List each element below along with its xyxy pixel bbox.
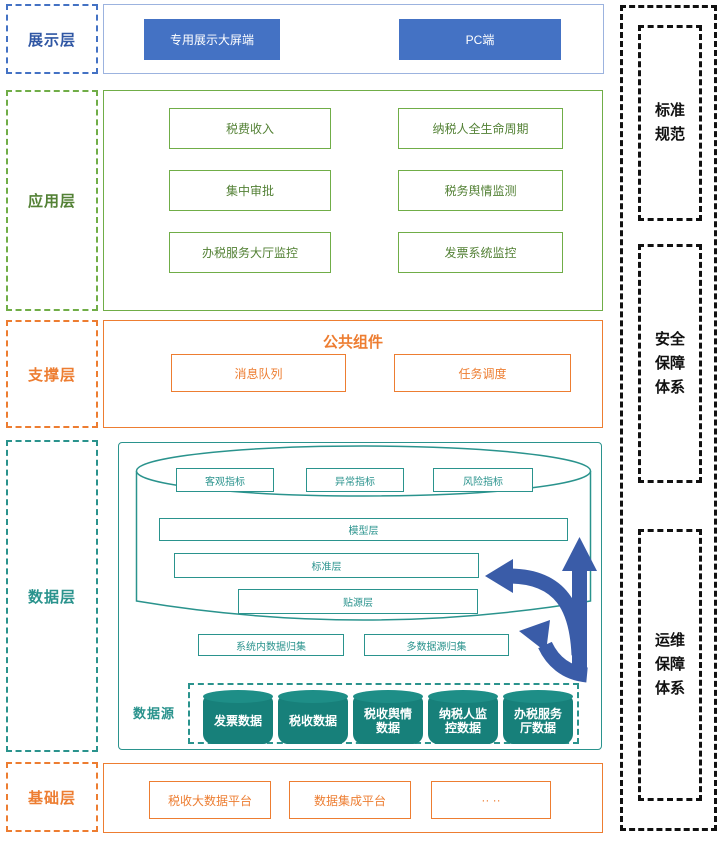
app-node-opinion-monitor[interactable]: 税务舆情监测 xyxy=(398,170,563,211)
data-container: 客观指标 异常指标 风险指标 模型层 标准层 贴源层 系统内数据归集 多数据源归… xyxy=(118,442,602,750)
support-node-task-scheduler[interactable]: 任务调度 xyxy=(394,354,571,392)
big-screen-node[interactable]: 专用展示大屏端 xyxy=(144,19,280,60)
source-cylinder-label: 发票数据 xyxy=(213,714,262,729)
right-panel: 标准规范 安全保障体系 运维保障体系 xyxy=(620,5,717,831)
store-layer-source-aligned[interactable]: 贴源层 xyxy=(238,589,478,614)
app-node-invoice-monitor[interactable]: 发票系统监控 xyxy=(398,232,563,273)
presentation-container: 专用展示大屏端 PC端 xyxy=(103,4,604,74)
collection-internal-data[interactable]: 系统内数据归集 xyxy=(198,634,344,656)
layer-label-data: 数据层 xyxy=(6,440,98,752)
foundation-node-integration-platform[interactable]: 数据集成平台 xyxy=(289,781,411,819)
app-node-central-approval[interactable]: 集中审批 xyxy=(169,170,331,211)
foundation-container: 税收大数据平台 数据集成平台 ·· ·· xyxy=(103,763,603,833)
foundation-node-ellipsis[interactable]: ·· ·· xyxy=(431,781,551,819)
data-source-group: 发票数据 税收数据 税收舆情数据 纳税人监控数据 办税服务厅数据 xyxy=(188,683,579,744)
indicator-anomaly[interactable]: 异常指标 xyxy=(306,468,404,492)
indicator-risk[interactable]: 风险指标 xyxy=(433,468,533,492)
right-panel-operations: 运维保障体系 xyxy=(638,529,702,801)
indicator-objective[interactable]: 客观指标 xyxy=(176,468,274,492)
app-node-taxpayer-lifecycle[interactable]: 纳税人全生命周期 xyxy=(398,108,563,149)
app-node-hall-monitor[interactable]: 办税服务大厅监控 xyxy=(169,232,331,273)
source-cylinder-label: 纳税人监控数据 xyxy=(438,707,487,735)
right-panel-label: 运维保障体系 xyxy=(654,632,685,697)
source-cylinder-service-hall-data[interactable]: 办税服务厅数据 xyxy=(503,690,573,744)
foundation-node-bigdata-platform[interactable]: 税收大数据平台 xyxy=(149,781,271,819)
layer-label-foundation: 基础层 xyxy=(6,762,98,832)
source-cylinder-taxpayer-monitor-data[interactable]: 纳税人监控数据 xyxy=(428,690,498,744)
application-container: 税费收入 纳税人全生命周期 集中审批 税务舆情监测 办税服务大厅监控 发票系统监… xyxy=(103,90,603,311)
source-cylinder-tax-data[interactable]: 税收数据 xyxy=(278,690,348,744)
collection-multi-source[interactable]: 多数据源归集 xyxy=(364,634,509,656)
common-components-title: 公共组件 xyxy=(322,334,383,351)
layer-label-support: 支撑层 xyxy=(6,320,98,428)
pc-node[interactable]: PC端 xyxy=(399,19,561,60)
support-container: 公共组件 消息队列 任务调度 xyxy=(103,320,603,428)
source-cylinder-label: 税收舆情数据 xyxy=(363,707,412,735)
right-panel-standards: 标准规范 xyxy=(638,25,702,221)
support-node-message-queue[interactable]: 消息队列 xyxy=(171,354,346,392)
store-layer-model[interactable]: 模型层 xyxy=(159,518,568,541)
data-source-label: 数据源 xyxy=(133,706,176,721)
right-panel-security: 安全保障体系 xyxy=(638,244,702,483)
layer-label-application: 应用层 xyxy=(6,90,98,311)
layer-label-presentation: 展示层 xyxy=(6,4,98,74)
source-cylinder-label: 税收数据 xyxy=(288,714,337,729)
source-cylinder-label: 办税服务厅数据 xyxy=(513,707,562,735)
right-panel-label: 安全保障体系 xyxy=(654,330,685,396)
store-layer-standard[interactable]: 标准层 xyxy=(174,553,479,578)
source-cylinder-invoice-data[interactable]: 发票数据 xyxy=(203,690,273,744)
right-panel-label: 标准规范 xyxy=(654,102,685,143)
source-cylinder-opinion-data[interactable]: 税收舆情数据 xyxy=(353,690,423,744)
app-node-tax-revenue[interactable]: 税费收入 xyxy=(169,108,331,149)
